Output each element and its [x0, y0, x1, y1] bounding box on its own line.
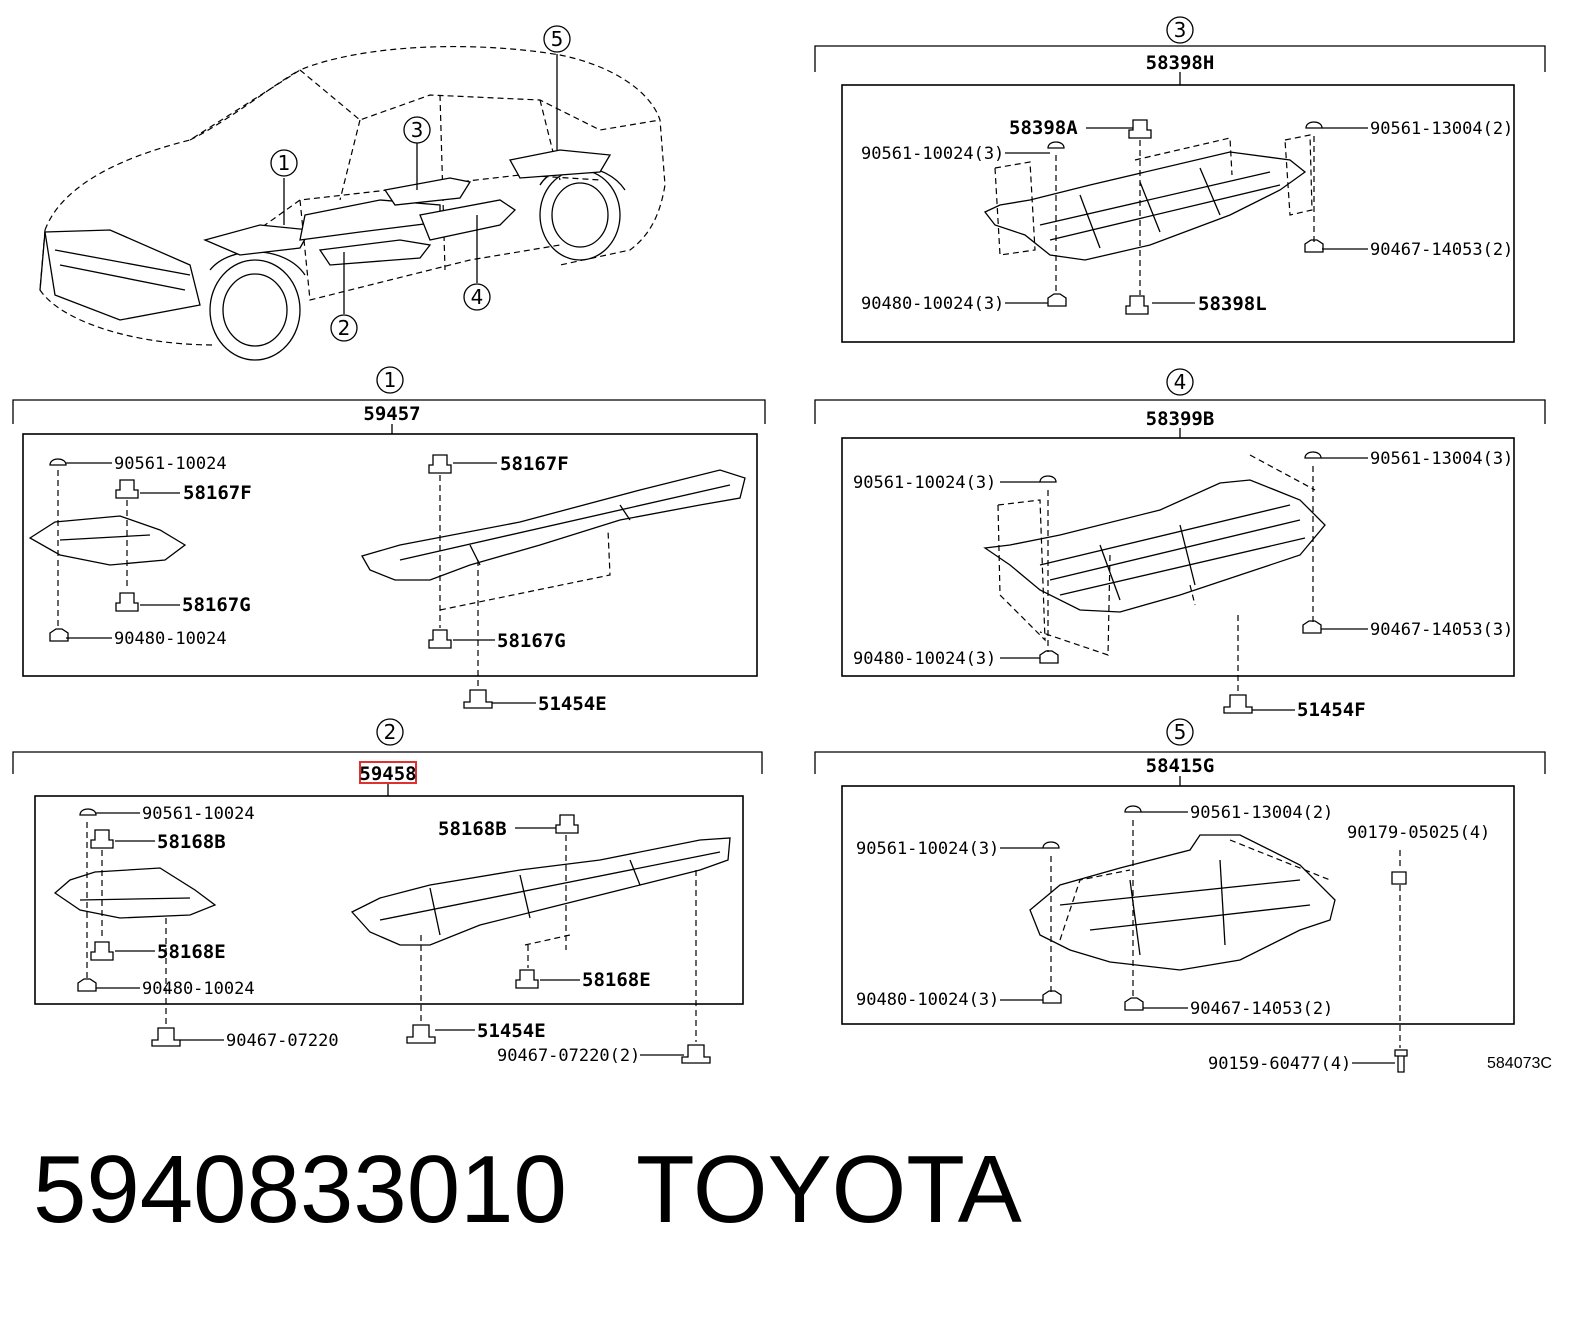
car-overview: 1 2 3 4 5 [39, 25, 666, 361]
group-1-callout-circle [376, 366, 404, 394]
car-callout-5: 5 [543, 25, 571, 53]
label-90480-10024[interactable]: 90480-10024 [114, 629, 227, 649]
label-90179-05025-4[interactable]: 90179-05025(4) [1347, 823, 1490, 843]
label-90561-13004-3[interactable]: 90561-13004(3) [1370, 449, 1513, 469]
label-90561-10024-3[interactable]: 90561-10024(3) [856, 839, 999, 859]
label-58167f-left[interactable]: 58167F [183, 482, 252, 504]
group-2-title[interactable]: 59458 [359, 763, 416, 785]
svg-text:2: 2 [338, 316, 351, 340]
label-90561-13004-2[interactable]: 90561-13004(2) [1190, 803, 1333, 823]
label-58167g-left[interactable]: 58167G [182, 594, 251, 616]
car-callout-4: 4 [463, 283, 491, 311]
car-callout-2: 2 [330, 314, 358, 342]
group-5-callout-circle [1166, 718, 1194, 746]
label-90561-10024-3[interactable]: 90561-10024(3) [853, 473, 996, 493]
group-4-callout-number: 4 [1174, 370, 1187, 394]
label-90467-07220[interactable]: 90467-07220 [226, 1031, 339, 1051]
label-51454e[interactable]: 51454E [477, 1020, 546, 1042]
brand-name: TOYOTA [636, 1136, 1022, 1243]
group-3-callout-number: 3 [1174, 18, 1187, 42]
group-4-callout-circle [1166, 368, 1194, 396]
label-90561-10024[interactable]: 90561-10024 [142, 804, 255, 824]
label-58168e-right[interactable]: 58168E [582, 969, 651, 991]
label-90467-14053-2[interactable]: 90467-14053(2) [1370, 240, 1513, 260]
label-58398a[interactable]: 58398A [1009, 117, 1078, 139]
car-callout-1: 1 [270, 149, 298, 177]
part-number: 5940833010 [33, 1136, 567, 1243]
label-90467-14053-3[interactable]: 90467-14053(3) [1370, 620, 1513, 640]
label-58168b-right[interactable]: 58168B [438, 818, 507, 840]
group-1-engine-under-cover-rh: 1 59457 90561-10024 [12, 366, 766, 715]
highlight-box [359, 761, 417, 784]
svg-text:1: 1 [278, 151, 291, 175]
group-3-callout-circle [1166, 16, 1194, 44]
label-58167g-right[interactable]: 58167G [497, 630, 566, 652]
group-4-title[interactable]: 58399B [1146, 408, 1215, 430]
label-58398l[interactable]: 58398L [1198, 293, 1267, 315]
label-90467-14053-2[interactable]: 90467-14053(2) [1190, 999, 1333, 1019]
group-5-rear-under-cover: 5 58415G 90561-13004(2) 90561-10024(3) [814, 718, 1546, 1074]
group-1-title[interactable]: 59457 [363, 403, 420, 425]
label-90159-60477-4[interactable]: 90159-60477(4) [1208, 1054, 1351, 1074]
group-3-engine-under-cover-center: 3 58398H 58398A 90561-10024( [814, 16, 1546, 343]
car-callout-3: 3 [403, 116, 431, 144]
group-5-title[interactable]: 58415G [1146, 755, 1215, 777]
label-51454e[interactable]: 51454E [538, 693, 607, 715]
label-90561-10024-3[interactable]: 90561-10024(3) [861, 144, 1004, 164]
group-2-callout-circle [376, 718, 404, 746]
group-3-title[interactable]: 58398H [1146, 52, 1215, 74]
label-90480-10024[interactable]: 90480-10024 [142, 979, 255, 999]
group-2-callout-number: 2 [384, 720, 397, 744]
label-51454f[interactable]: 51454F [1297, 699, 1366, 721]
svg-text:3: 3 [411, 118, 424, 142]
group-2-engine-under-cover-lh: 2 59458 [12, 718, 763, 1066]
label-58168e-left[interactable]: 58168E [157, 941, 226, 963]
label-90480-10024-3[interactable]: 90480-10024(3) [853, 649, 996, 669]
diagram-reference: 584073C [1487, 1055, 1552, 1072]
label-58168b-left[interactable]: 58168B [157, 831, 226, 853]
svg-text:4: 4 [471, 285, 484, 309]
group-5-callout-number: 5 [1174, 720, 1187, 744]
label-90561-13004-2[interactable]: 90561-13004(2) [1370, 119, 1513, 139]
label-90480-10024-3[interactable]: 90480-10024(3) [856, 990, 999, 1010]
label-90561-10024[interactable]: 90561-10024 [114, 454, 227, 474]
label-58167f-right[interactable]: 58167F [500, 453, 569, 475]
label-90467-07220-2[interactable]: 90467-07220(2) [497, 1046, 640, 1066]
group-4-floor-under-cover: 4 58399B 90561-10024(3) 90561-130 [814, 368, 1546, 721]
group-1-callout-number: 1 [384, 368, 397, 392]
label-90480-10024-3[interactable]: 90480-10024(3) [861, 294, 1004, 314]
svg-text:5: 5 [551, 27, 564, 51]
